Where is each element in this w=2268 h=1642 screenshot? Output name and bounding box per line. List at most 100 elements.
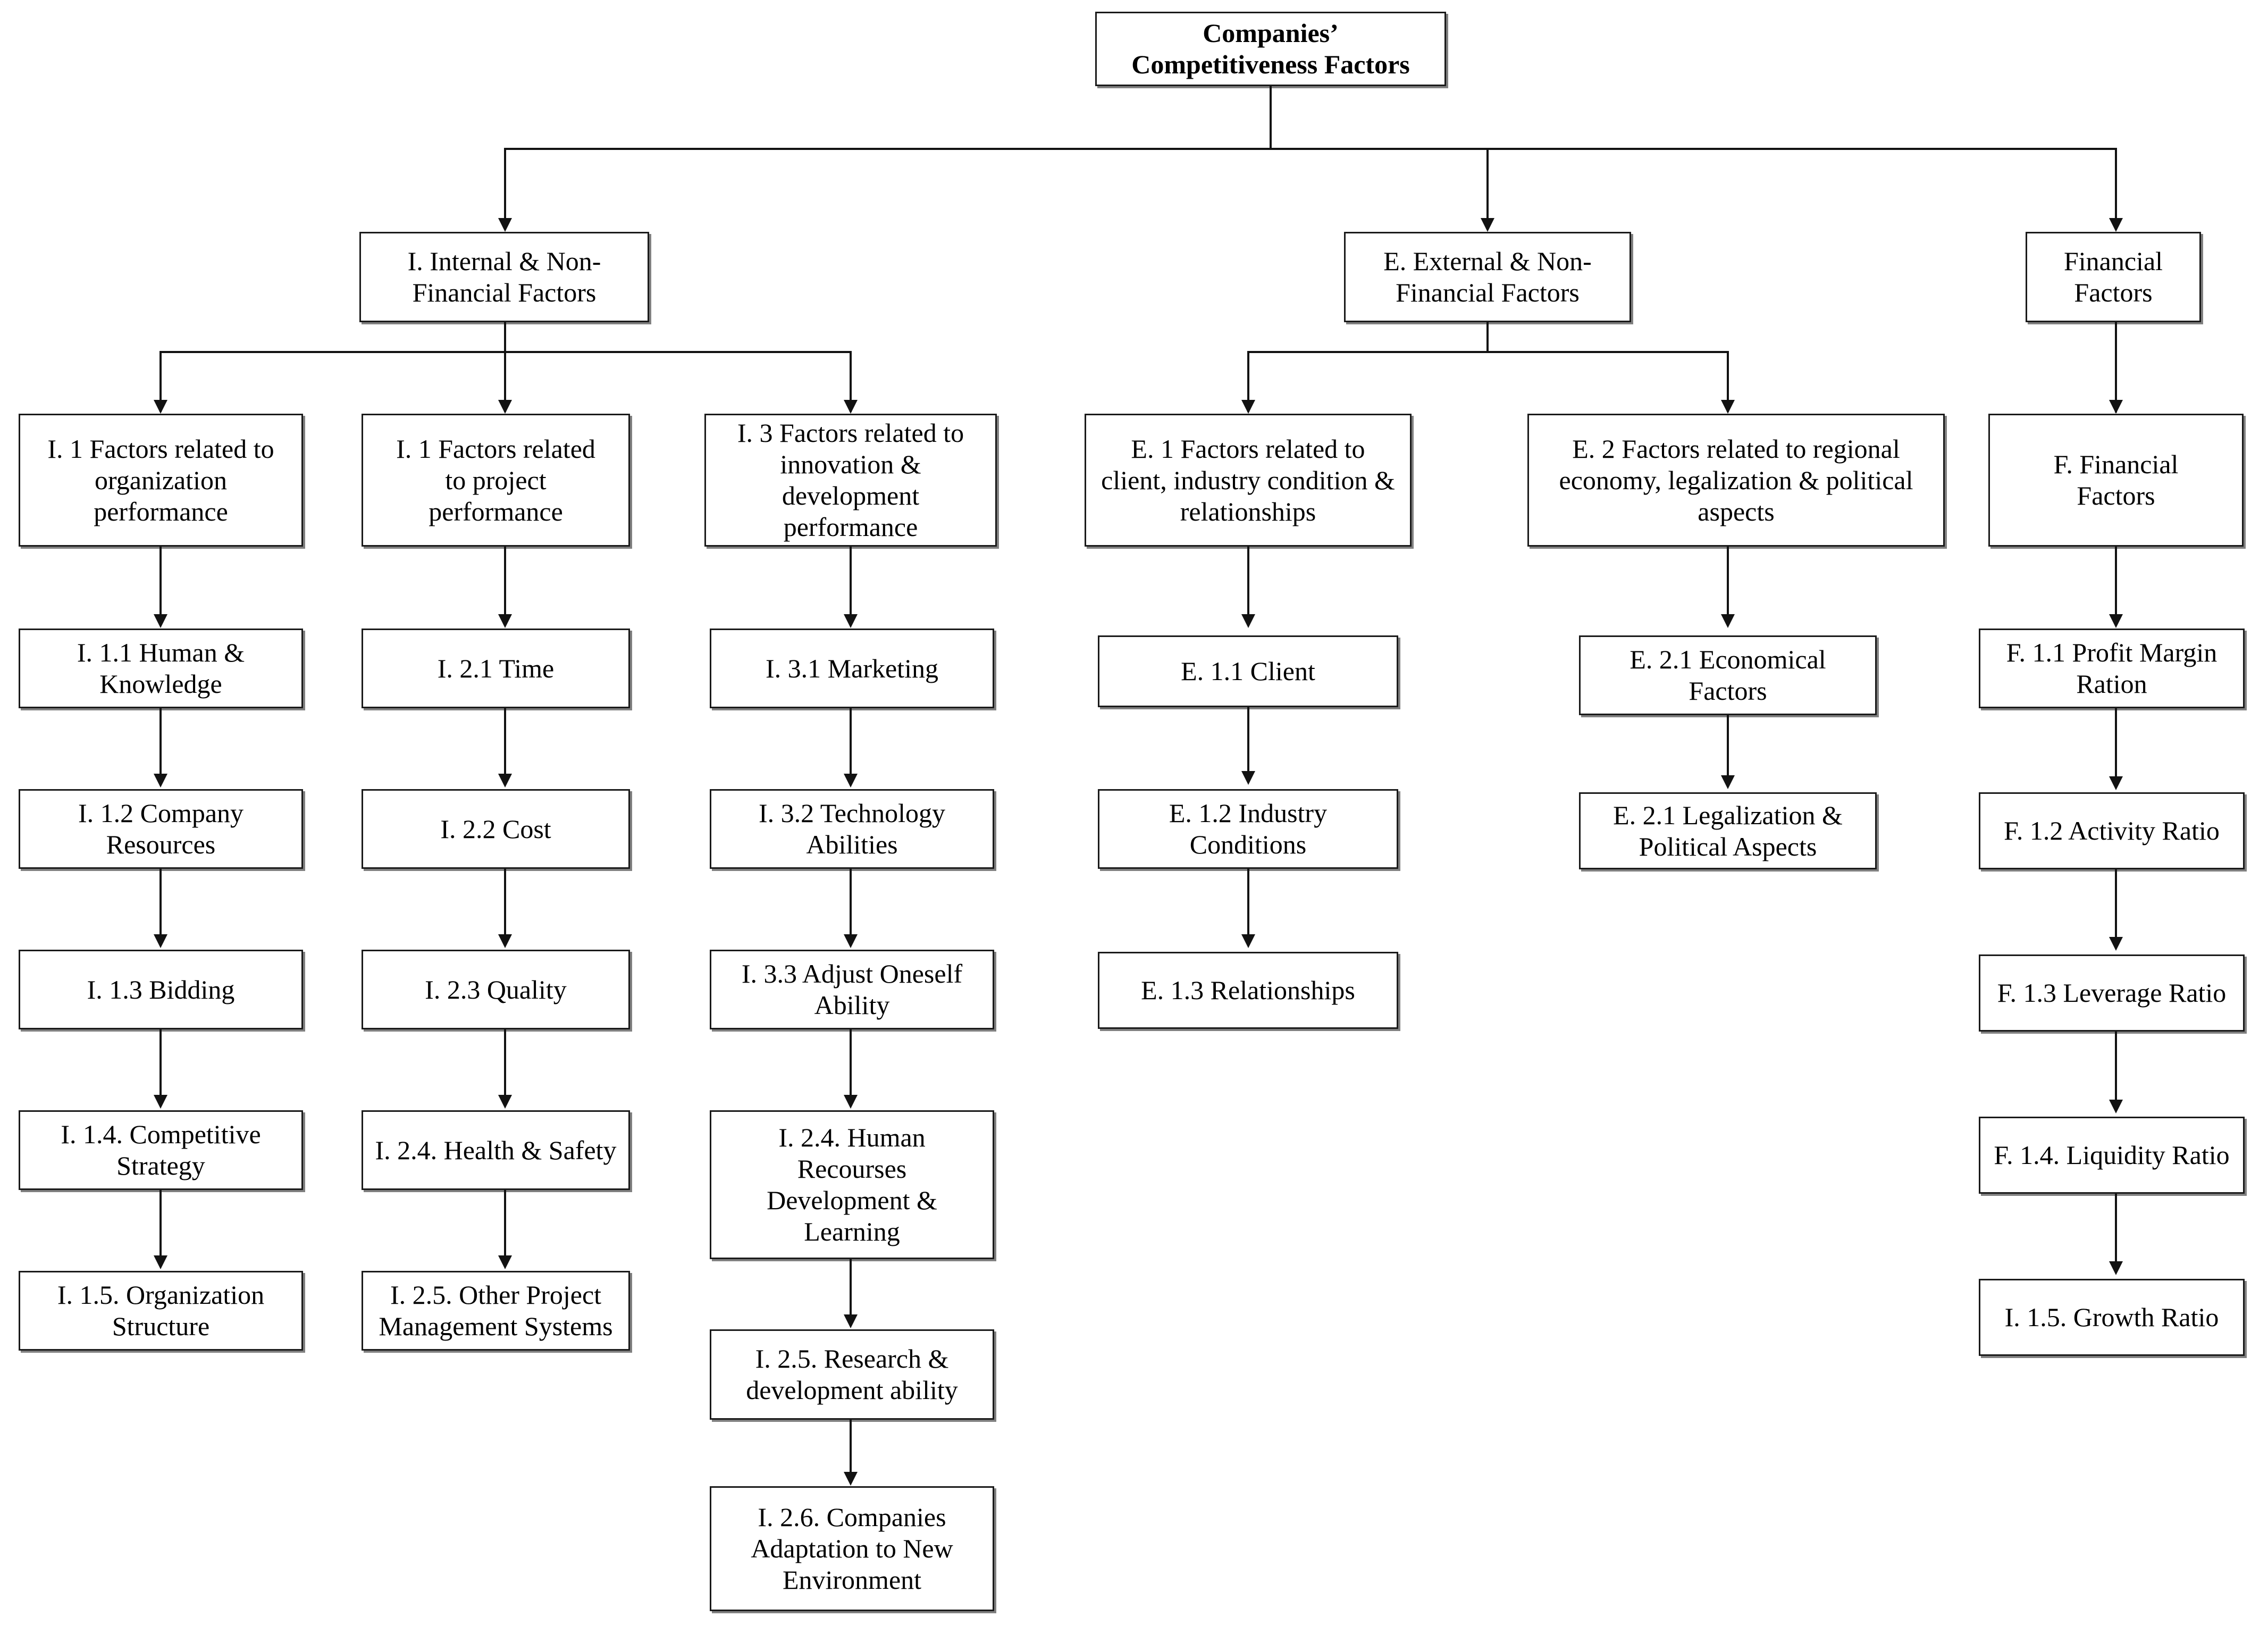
arrow-f1-4 — [2109, 1261, 2123, 1275]
node-i2-item-4-label: I. 2.5. Other Project Management Systems — [379, 1280, 613, 1341]
connector-root-stem — [1270, 86, 1272, 149]
node-e1-item-1-label: E. 1.2 Industry Conditions — [1169, 798, 1328, 859]
node-f1-item-1[interactable]: F. 1.2 Activity Ratio — [1979, 792, 2245, 869]
node-i3-item-4[interactable]: I. 2.5. Research & development ability — [710, 1329, 994, 1420]
node-i3[interactable]: I. 3 Factors related to innovation & dev… — [704, 414, 997, 547]
arrow-i3-1 — [844, 774, 858, 788]
arrow-i2-4 — [498, 1255, 512, 1269]
connector-i3-1 — [850, 708, 852, 783]
arrow-f1-1 — [2109, 776, 2123, 790]
arrow-i3-2 — [844, 934, 858, 948]
arrow-e2-0 — [1721, 614, 1735, 628]
node-i1[interactable]: I. 1 Factors related to organization per… — [19, 414, 303, 547]
node-i2-item-0[interactable]: I. 2.1 Time — [362, 629, 630, 708]
connector-i1-0 — [159, 547, 162, 624]
node-financial-factors-label: Financial Factors — [2063, 246, 2163, 307]
node-i3-item-5[interactable]: I. 2.6. Companies Adaptation to New Envi… — [710, 1486, 994, 1611]
connector-f1-0 — [2115, 547, 2117, 624]
connector-internal-stem — [504, 322, 506, 353]
connector-e1-0 — [1247, 547, 1249, 624]
connector-i1-2 — [159, 869, 162, 943]
node-f1-label: F. Financial Factors — [2053, 449, 2179, 510]
node-f1-item-4-label: I. 1.5. Growth Ratio — [2004, 1302, 2219, 1332]
node-f1-item-3[interactable]: F. 1.4. Liquidity Ratio — [1979, 1117, 2245, 1194]
connector-root-to-internal — [504, 148, 506, 228]
connector-root-to-financial — [2115, 148, 2117, 228]
connector-internal-to-i2 — [504, 351, 506, 412]
connector-f1-4 — [2115, 1194, 2117, 1271]
connector-i3-4 — [850, 1259, 852, 1323]
connector-i2-0 — [504, 547, 506, 624]
connector-external-to-e2 — [1727, 351, 1729, 412]
arrow-f1-0 — [2109, 614, 2123, 628]
node-external-factors[interactable]: E. External & Non- Financial Factors — [1344, 232, 1631, 322]
arrow-internal-to-i2 — [498, 400, 512, 414]
arrow-i2-3 — [498, 1095, 512, 1109]
arrow-i1-4 — [154, 1255, 167, 1269]
node-f1-item-2[interactable]: F. 1.3 Leverage Ratio — [1979, 954, 2245, 1032]
node-i3-item-0[interactable]: I. 3.1 Marketing — [710, 629, 994, 708]
node-i1-item-2-label: I. 1.3 Bidding — [87, 974, 235, 1004]
node-e1-item-2[interactable]: E. 1.3 Relationships — [1098, 952, 1398, 1029]
node-i2-item-4[interactable]: I. 2.5. Other Project Management Systems — [362, 1271, 630, 1351]
node-i3-item-2[interactable]: I. 3.3 Adjust Oneself Ability — [710, 950, 994, 1029]
node-e1[interactable]: E. 1 Factors related to client, industry… — [1085, 414, 1412, 547]
connector-i1-3 — [159, 1029, 162, 1104]
connector-i2-2 — [504, 869, 506, 943]
node-e2[interactable]: E. 2 Factors related to regional economy… — [1527, 414, 1945, 547]
node-internal-factors[interactable]: I. Internal & Non- Financial Factors — [359, 232, 649, 322]
node-i3-item-1[interactable]: I. 3.2 Technology Abilities — [710, 789, 994, 869]
node-e2-item-0[interactable]: E. 2.1 Economical Factors — [1579, 635, 1877, 715]
node-i2-item-1-label: I. 2.2 Cost — [440, 814, 551, 844]
node-f1-item-4[interactable]: I. 1.5. Growth Ratio — [1979, 1279, 2245, 1356]
node-e1-item-1[interactable]: E. 1.2 Industry Conditions — [1098, 789, 1398, 869]
node-e2-label: E. 2 Factors related to regional economy… — [1559, 433, 1913, 526]
node-i2-item-2[interactable]: I. 2.3 Quality — [362, 950, 630, 1029]
arrow-e1-0 — [1241, 614, 1255, 628]
node-i3-item-3[interactable]: I. 2.4. Human Recourses Development & Le… — [710, 1110, 994, 1259]
node-i2-item-1[interactable]: I. 2.2 Cost — [362, 789, 630, 869]
arrow-i1-0 — [154, 614, 167, 628]
node-i1-item-0[interactable]: I. 1.1 Human & Knowledge — [19, 629, 303, 708]
node-financial-factors[interactable]: Financial Factors — [2026, 232, 2201, 322]
node-i3-item-1-label: I. 3.2 Technology Abilities — [758, 798, 946, 859]
arrow-i2-2 — [498, 934, 512, 948]
arrow-internal-to-i1 — [154, 400, 167, 414]
node-internal-factors-label: I. Internal & Non- Financial Factors — [407, 246, 601, 307]
node-f1-item-0[interactable]: F. 1.1 Profit Margin Ration — [1979, 629, 2245, 708]
node-i3-item-5-label: I. 2.6. Companies Adaptation to New Envi… — [751, 1502, 953, 1595]
node-i1-item-3[interactable]: I. 1.4. Competitive Strategy — [19, 1110, 303, 1190]
arrow-f1-2 — [2109, 937, 2123, 951]
arrow-i1-1 — [154, 774, 167, 788]
connector-internal-to-i1 — [159, 351, 162, 412]
node-e1-item-0-label: E. 1.1 Client — [1181, 656, 1315, 686]
arrow-i1-3 — [154, 1095, 167, 1109]
arrow-i3-0 — [844, 614, 858, 628]
connector-external-bus — [1248, 351, 1729, 353]
node-i2[interactable]: I. 1 Factors related to project performa… — [362, 414, 630, 547]
connector-i3-0 — [850, 547, 852, 624]
arrow-root-to-internal — [498, 218, 512, 232]
node-root[interactable]: Companies’ Competitiveness Factors — [1095, 12, 1446, 86]
node-i1-item-2[interactable]: I. 1.3 Bidding — [19, 950, 303, 1029]
node-f1-item-1-label: F. 1.2 Activity Ratio — [2004, 816, 2220, 845]
arrow-i3-5 — [844, 1472, 858, 1486]
node-f1-item-0-label: F. 1.1 Profit Margin Ration — [2006, 638, 2217, 699]
arrow-e1-2 — [1241, 934, 1255, 948]
node-i1-label: I. 1 Factors related to organization per… — [47, 433, 274, 526]
node-i1-item-4[interactable]: I. 1.5. Organization Structure — [19, 1271, 303, 1351]
node-f1[interactable]: F. Financial Factors — [1988, 414, 2244, 547]
node-i2-item-3[interactable]: I. 2.4. Health & Safety — [362, 1110, 630, 1190]
connector-i1-4 — [159, 1190, 162, 1264]
node-i3-label: I. 3 Factors related to innovation & dev… — [737, 418, 964, 542]
node-root-label: Companies’ Competitiveness Factors — [1131, 18, 1410, 79]
node-e1-item-0[interactable]: E. 1.1 Client — [1098, 635, 1398, 707]
node-e2-item-1[interactable]: E. 2.1 Legalization & Political Aspects — [1579, 792, 1877, 869]
node-e1-label: E. 1 Factors related to client, industry… — [1101, 433, 1395, 526]
arrow-e2-1 — [1721, 775, 1735, 789]
connector-e2-0 — [1727, 547, 1729, 624]
connector-i2-3 — [504, 1029, 506, 1104]
arrow-f1-3 — [2109, 1100, 2123, 1113]
arrow-i2-0 — [498, 614, 512, 628]
node-i1-item-1[interactable]: I. 1.2 Company Resources — [19, 789, 303, 869]
